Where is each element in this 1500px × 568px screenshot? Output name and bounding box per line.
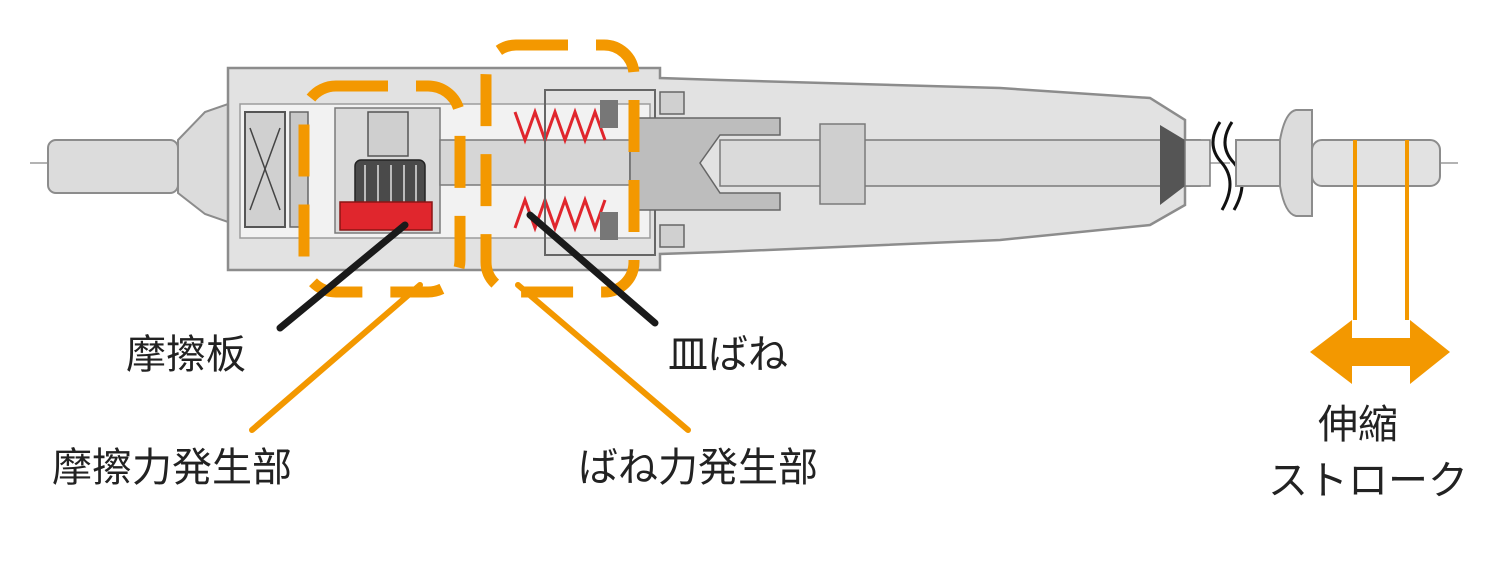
friction-plate-label: 摩擦板 bbox=[126, 332, 246, 378]
stroke-label-line2: ストローク bbox=[1268, 458, 1468, 504]
left-bearing bbox=[244, 111, 309, 228]
spring-force-section-box bbox=[480, 39, 640, 298]
right-rod-end bbox=[1235, 109, 1441, 217]
friction-plate-leader bbox=[276, 221, 409, 332]
break-mark bbox=[1211, 121, 1244, 211]
fork-assembly bbox=[544, 89, 781, 256]
stroke-indicator-lines bbox=[1353, 140, 1409, 320]
piston-rod bbox=[719, 123, 1211, 205]
friction-force-section-label: 摩擦力発生部 bbox=[52, 445, 292, 491]
shaft bbox=[439, 139, 631, 186]
spring-force-section-label: ばね力発生部 bbox=[578, 445, 818, 491]
disc-spring-leader bbox=[526, 211, 659, 327]
disc-spring-label: 皿ばね bbox=[668, 332, 788, 378]
stroke-double-arrow bbox=[1310, 320, 1450, 384]
stroke-label-line1: 伸縮 bbox=[1318, 402, 1398, 448]
left-rod-end bbox=[47, 102, 229, 224]
friction-force-section-box bbox=[298, 80, 466, 298]
spring-force-section-leader bbox=[515, 282, 691, 433]
friction-force-section-leader bbox=[249, 282, 423, 433]
friction-plate bbox=[339, 201, 433, 231]
